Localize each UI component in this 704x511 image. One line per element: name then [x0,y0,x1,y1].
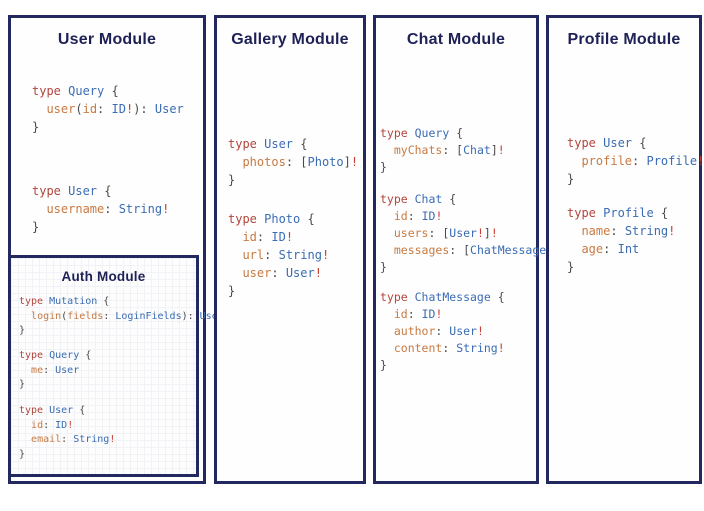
chat-query-code-block: type Query { myChats: [Chat]!} [380,126,505,174]
auth-module-title: Auth Module [61,269,146,284]
gallery-user-code-block: type User { photos: [Photo]!} [228,137,359,187]
panel-auth-module: Auth Module type Mutation { login(fields… [8,255,224,477]
panel-chat-module: Chat Module type Query { myChats: [Chat]… [373,15,560,484]
chat-message-code-block: type ChatMessage { id: ID! author: User!… [380,290,505,372]
profile-module-title: Profile Module [567,31,681,48]
panel-user-module: User Module type Query { user(id: ID!): … [8,15,224,484]
auth-query-code-block: type Query { me: User} [19,350,92,390]
user-query-code-block: type Query { user(id: ID!): User} [32,84,184,134]
gallery-photo-code-block: type Photo { id: ID! url: String! user: … [228,212,330,298]
auth-user-code-block: type User { id: ID! email: String!} [19,405,116,460]
profile-type-code-block: type Profile { name: String! age: Int} [567,206,676,274]
user-type-code-block: type User { username: String!} [32,184,170,234]
auth-mutation-code-block: type Mutation { login(fields: LoginField… [19,296,224,336]
panel-gallery-module: Gallery Module type User { photos: [Phot… [214,15,366,484]
gallery-module-title: Gallery Module [231,31,349,48]
chat-type-code-block: type Chat { id: ID! users: [User!]! mess… [380,192,560,274]
panel-profile-module: Profile Module type User { profile: Prof… [546,15,704,484]
chat-module-title: Chat Module [406,31,506,48]
profile-user-code-block: type User { profile: Profile!} [567,136,704,186]
user-module-title: User Module [57,31,157,48]
